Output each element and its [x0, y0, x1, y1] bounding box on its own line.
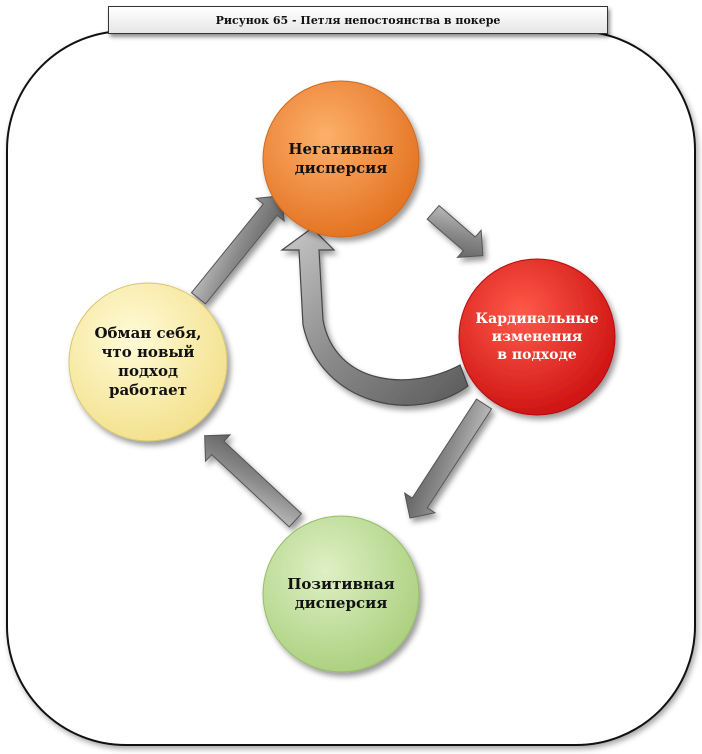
node-negative-dispersion: [262, 80, 420, 238]
arrow-negative-to-cardinal: [426, 204, 484, 259]
node-cardinal-changes: [458, 258, 616, 416]
node-self-deception: [68, 282, 228, 442]
curved-return-arrow: [280, 227, 469, 406]
node-positive-dispersion: [262, 515, 420, 673]
arrow-positive-to-selfdeception: [204, 434, 303, 528]
figure-caption: Рисунок 65 - Петля непостоянства в покер…: [108, 6, 608, 34]
arrow-cardinal-to-positive: [403, 398, 493, 519]
